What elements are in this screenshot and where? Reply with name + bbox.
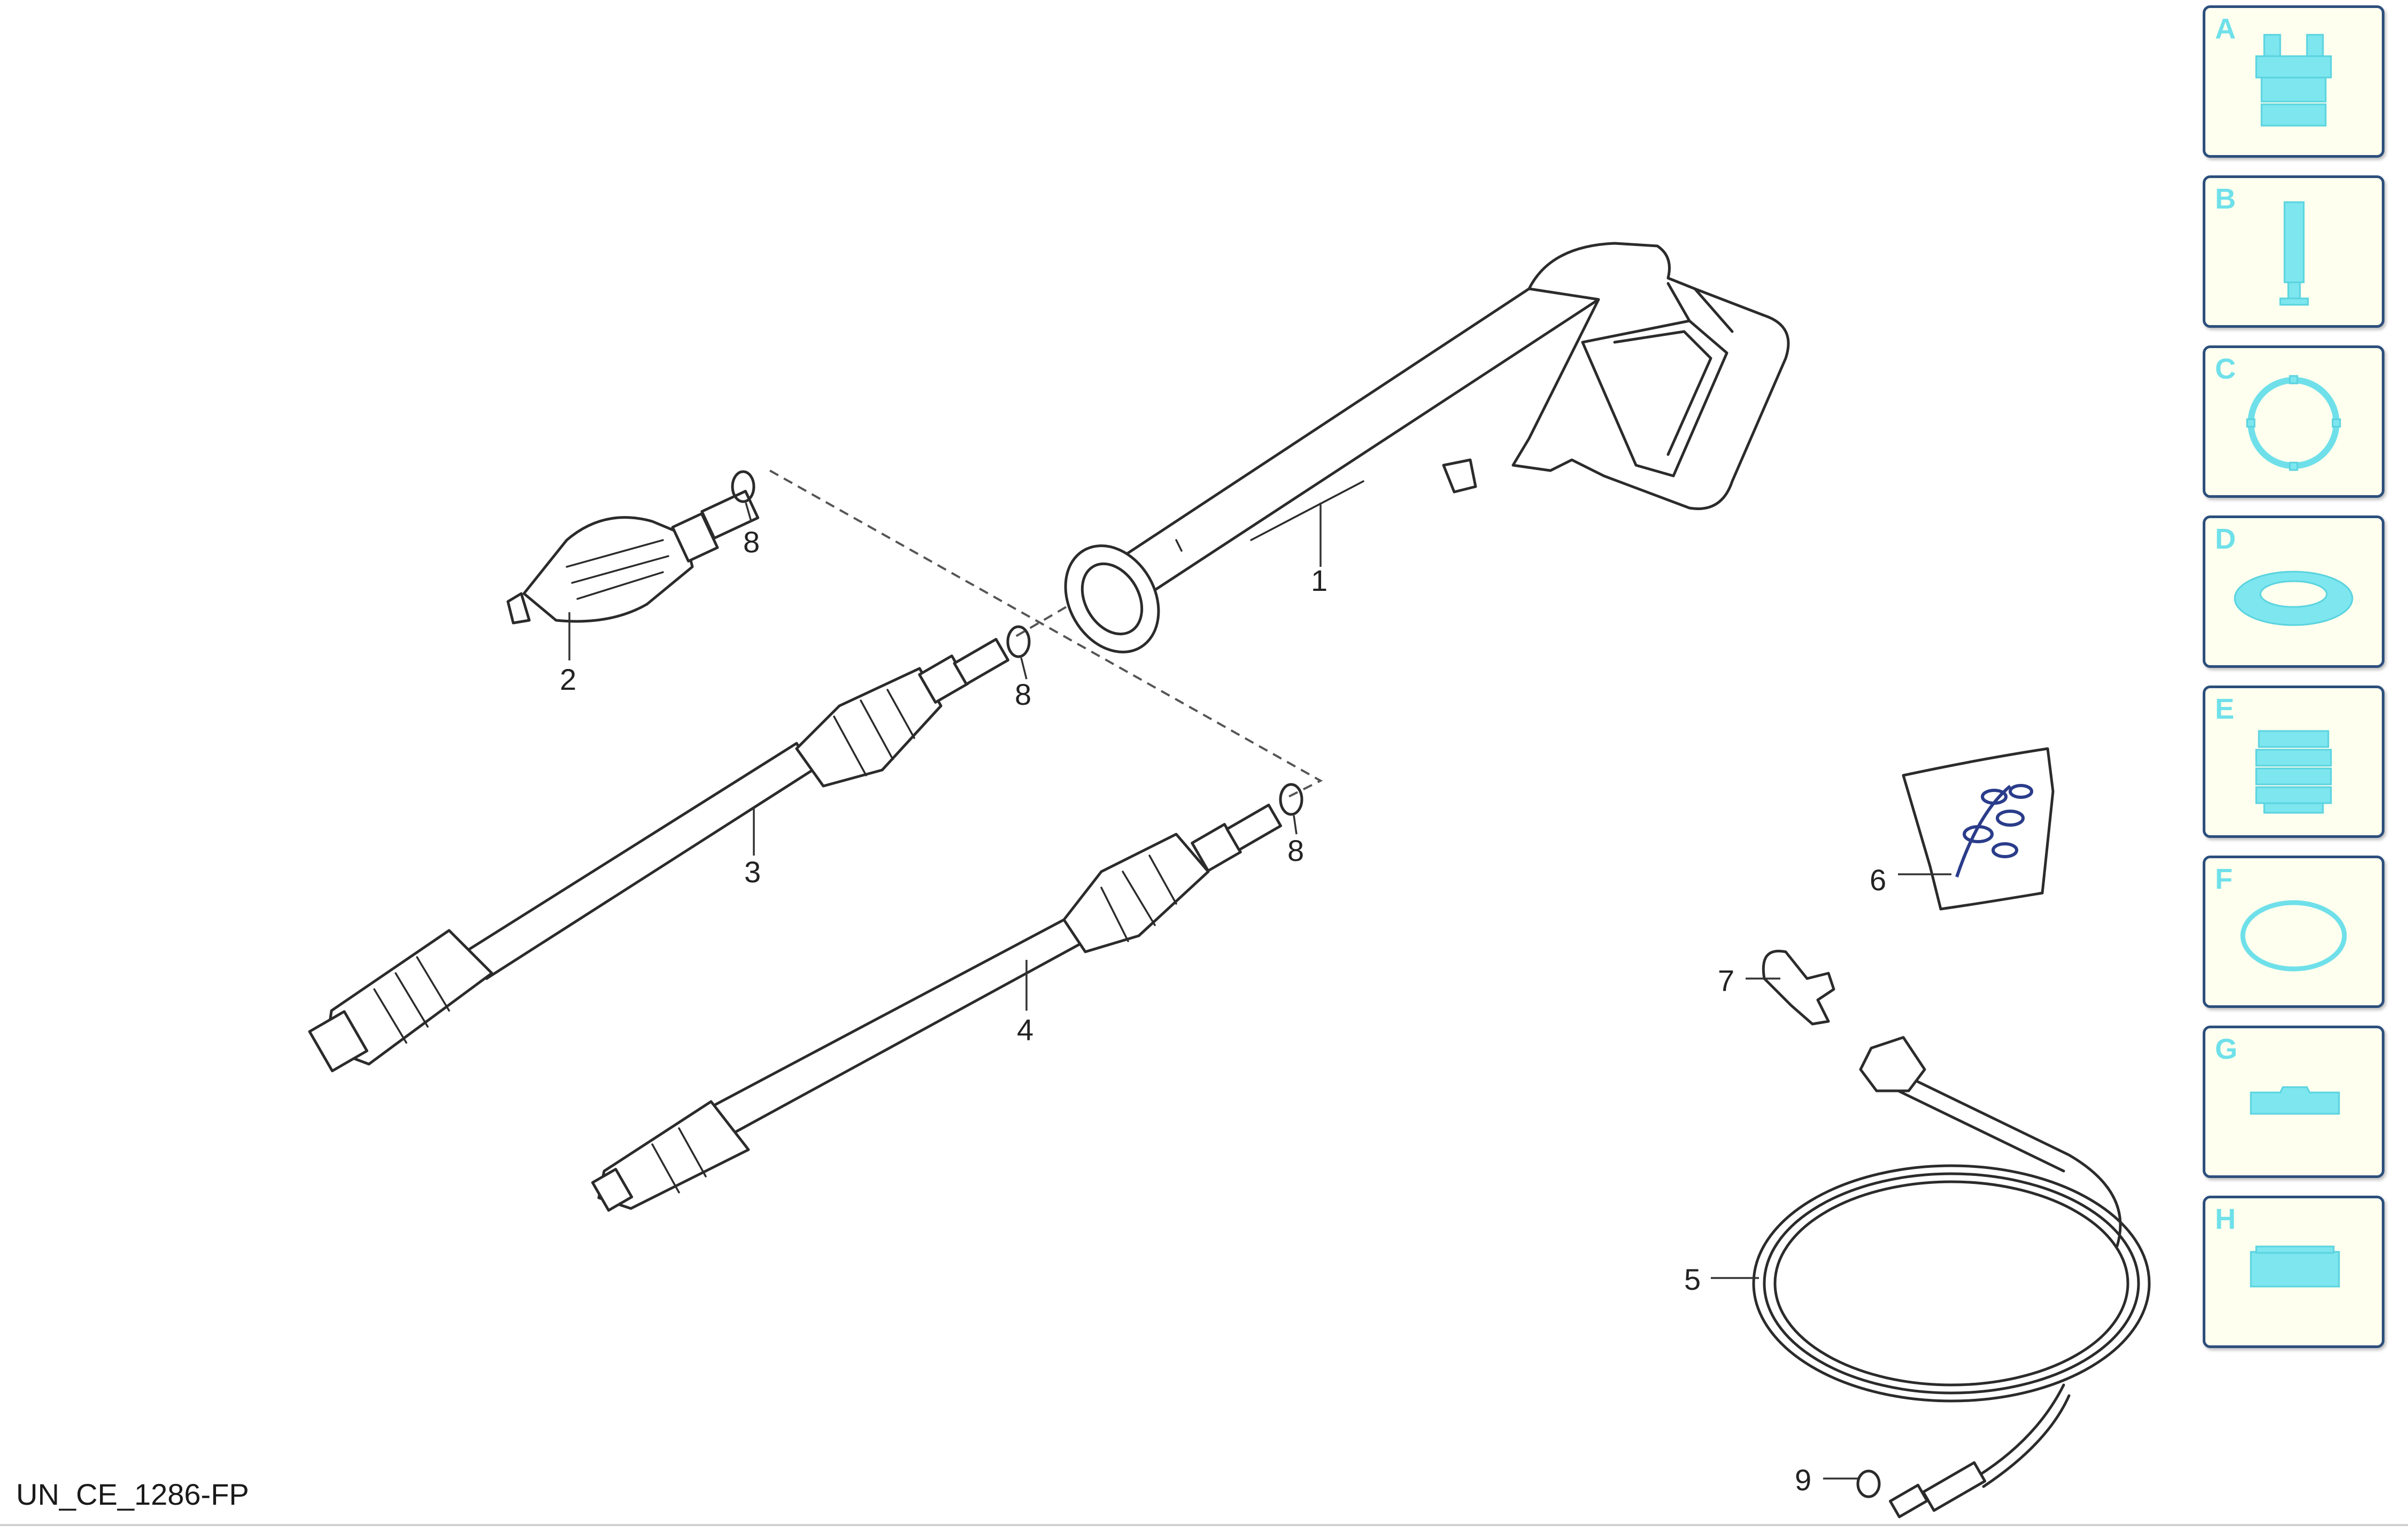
part-high-pressure-hose[interactable] [1752,1036,2151,1519]
callout-labels: 1 2 8 3 8 4 8 6 7 5 9 [560,525,1886,1497]
gasket-icon [2250,1086,2340,1115]
category-letter: B [2215,183,2236,215]
callout-3: 3 [744,855,761,889]
category-button-e[interactable]: E [2203,686,2384,838]
category-button-g[interactable]: G [2203,1026,2384,1178]
category-button-f[interactable]: F [2203,856,2384,1008]
callout-7: 7 [1718,964,1734,997]
category-letter: D [2215,523,2236,555]
pad-icon [2250,1245,2340,1288]
part-spray-lance-short[interactable] [591,803,1282,1212]
drawing-code: UN_CE_1286-FP [16,1477,249,1511]
assembly-guide-lines [769,469,1323,798]
callout-4: 4 [1017,1013,1033,1046]
ring-icon [2246,375,2341,471]
category-button-d[interactable]: D [2203,515,2384,668]
category-button-a[interactable]: A [2203,5,2384,158]
lance-icon [2279,201,2309,306]
callout-6: 6 [1870,863,1886,897]
o-ring-icon [2240,900,2347,972]
category-letter: F [2215,863,2233,895]
part-rotary-nozzle[interactable] [506,490,760,625]
filter-icon [2255,730,2332,814]
category-button-b[interactable]: B [2203,175,2384,328]
category-letter: G [2215,1033,2238,1065]
callout-8-top: 8 [743,525,760,559]
category-letter: E [2215,693,2235,725]
callout-2: 2 [560,663,576,696]
callout-1: 1 [1311,564,1328,597]
category-letter: C [2215,353,2236,385]
part-hose-o-ring[interactable] [1856,1469,1881,1498]
callout-8-low: 8 [1287,834,1304,867]
part-hose-clip[interactable] [1762,950,1835,1026]
category-button-c[interactable]: C [2203,345,2384,498]
part-o-rings[interactable] [731,470,1303,816]
category-letter: H [2215,1203,2236,1235]
category-letter: A [2215,13,2236,45]
leader-lines [568,502,1951,1480]
part-seal-kit-bag[interactable] [1902,747,2055,911]
callout-9: 9 [1795,1463,1811,1497]
part-spray-lance-long[interactable] [308,637,1009,1073]
connector-icon [2255,34,2332,127]
callout-8-mid: 8 [1015,678,1031,711]
callout-5: 5 [1684,1262,1701,1296]
part-trigger-gun[interactable] [1047,242,1790,669]
bottom-divider [0,1524,2408,1526]
category-button-h[interactable]: H [2203,1196,2384,1348]
seal-icon [2234,571,2353,626]
